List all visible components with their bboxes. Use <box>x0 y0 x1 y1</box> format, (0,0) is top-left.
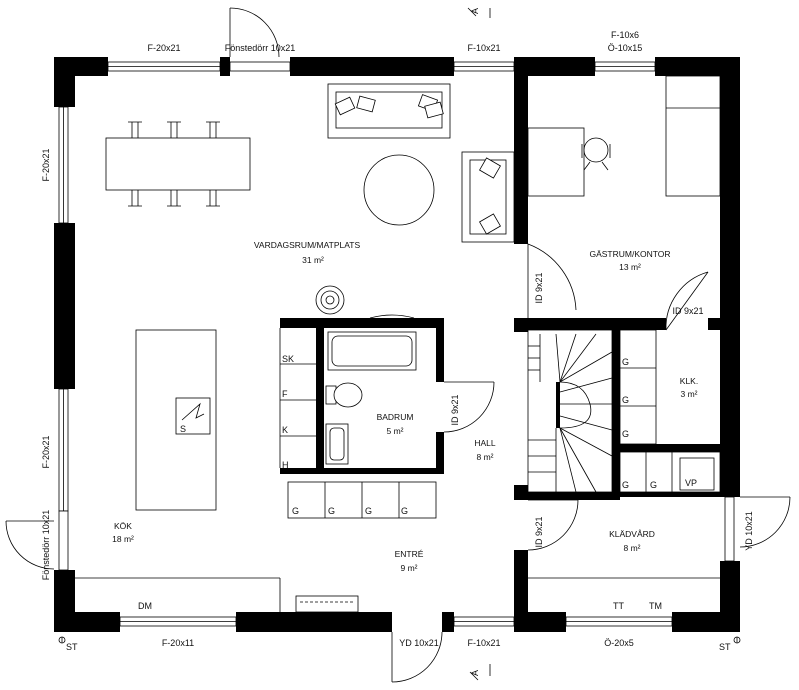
label-left-window-top: F-20x21 <box>41 148 51 181</box>
room-labels: VARDAGSRUM/MATPLATS 31 m² GÄSTRUM/KONTOR… <box>112 240 698 573</box>
label-g-entry-2: G <box>328 506 335 516</box>
label-g-klk-1: G <box>622 357 629 367</box>
klk-area: 3 m² <box>681 389 698 399</box>
label-g-entry-1: G <box>292 506 299 516</box>
bath-name: BADRUM <box>377 412 414 422</box>
label-sk: SK <box>282 354 294 364</box>
inner-walls <box>280 76 720 612</box>
label-closet-door: ID 9x21 <box>534 516 544 547</box>
label-stove-s: S <box>180 424 186 434</box>
cooktop <box>175 397 211 435</box>
label-st-right: ST <box>719 642 731 652</box>
label-top-window-left: F-20x21 <box>147 43 180 53</box>
label-front-door: YD 10x21 <box>399 638 439 648</box>
hall-name: HALL <box>474 438 496 448</box>
klk-name: KLK. <box>680 376 698 386</box>
label-guest-door: ID 9x21 <box>534 272 544 303</box>
label-g-hall-1: G <box>622 480 629 490</box>
label-f: F <box>282 389 288 399</box>
label-g-entry-3: G <box>365 506 372 516</box>
dining-table <box>105 137 251 191</box>
kitchen-area: 18 m² <box>112 534 134 544</box>
label-top-window-right-1: F-10x6 <box>611 30 639 40</box>
label-bottom-window-mid: F-10x21 <box>467 638 500 648</box>
desk <box>527 127 585 197</box>
closet-area: 8 m² <box>624 543 641 553</box>
label-vp: VP <box>685 478 697 488</box>
entry-name: ENTRÉ <box>395 549 424 559</box>
label-right-door: YD 10x21 <box>744 511 754 551</box>
bed <box>665 75 721 197</box>
label-g-klk-3: G <box>622 429 629 439</box>
living-room-area: 31 m² <box>302 255 324 265</box>
label-bottom-window-left: F-20x11 <box>162 638 194 648</box>
label-tm: TM <box>649 601 662 611</box>
staircase <box>527 329 613 493</box>
furniture <box>58 7 741 681</box>
label-top-window-right-2: Ö-10x15 <box>608 43 643 53</box>
label-tt: TT <box>613 601 624 611</box>
label-bottom-window-right: Ö-20x5 <box>604 638 634 648</box>
living-room-name: VARDAGSRUM/MATPLATS <box>254 240 361 250</box>
label-k: K <box>282 425 288 435</box>
label-left-patio-door: Fönstedörr 10x21 <box>41 510 51 581</box>
outer-walls <box>54 57 740 632</box>
bath-area: 5 m² <box>387 426 404 436</box>
doors <box>5 7 791 683</box>
label-top-patio-door: Fönstedörr 10x21 <box>225 43 296 53</box>
label-bath-door: ID 9x21 <box>450 394 460 425</box>
entry-area: 9 m² <box>401 563 418 573</box>
label-h: H <box>282 460 289 470</box>
kitchen-name: KÖK <box>114 521 132 531</box>
label-g-klk-2: G <box>622 395 629 405</box>
label-top-window-mid: F-10x21 <box>467 43 500 53</box>
label-klk-door: ID 9x21 <box>672 306 703 316</box>
label-g-hall-2: G <box>650 480 657 490</box>
fixture-labels: SK F K H G G G G G G G G G VP DM TT TM S… <box>66 8 731 676</box>
opening-labels: F-20x21 Fönstedörr 10x21 F-10x21 F-10x6 … <box>41 30 754 648</box>
bathtub <box>327 331 417 371</box>
shoe-bench <box>295 595 359 613</box>
label-st-left: ST <box>66 642 78 652</box>
north-marker-top: A <box>470 8 480 14</box>
label-left-window-bottom: F-20x21 <box>41 435 51 468</box>
north-marker-bottom: A <box>470 670 480 676</box>
guest-room-area: 13 m² <box>619 262 641 272</box>
closet-name: KLÄDVÅRD <box>609 529 655 539</box>
windows <box>58 61 735 627</box>
label-g-entry-4: G <box>401 506 408 516</box>
guest-room-name: GÄSTRUM/KONTOR <box>589 249 670 259</box>
hall-area: 8 m² <box>477 452 494 462</box>
label-dm: DM <box>138 601 152 611</box>
coffee-table <box>363 154 435 226</box>
fireplace <box>315 285 345 315</box>
desk-chair <box>583 137 609 163</box>
sink <box>325 423 349 465</box>
